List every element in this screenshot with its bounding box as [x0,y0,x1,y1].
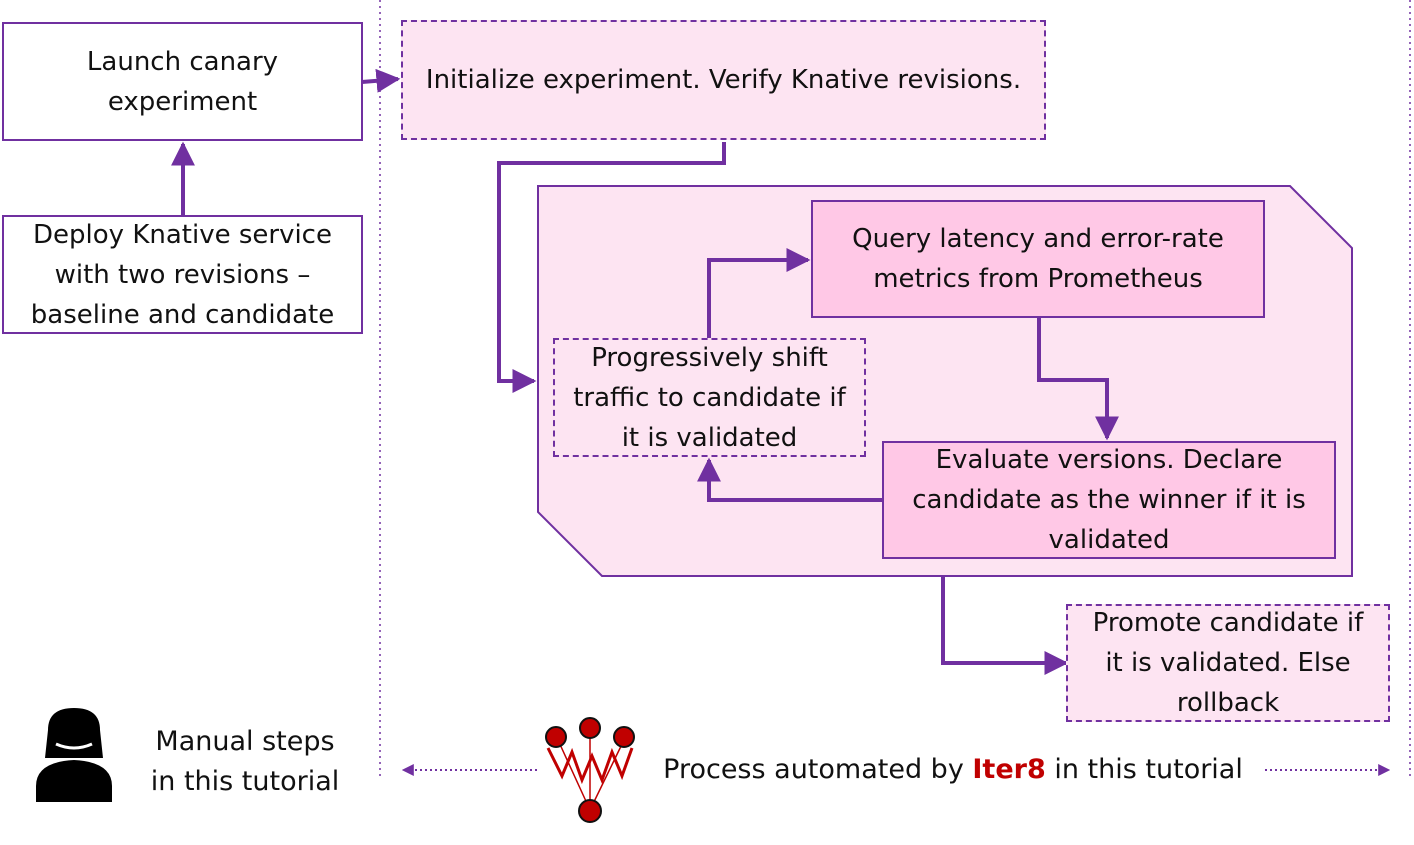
legend-automated-prefix: Process automated by [663,754,964,785]
legend-automated-suffix: in this tutorial [1054,754,1243,785]
node-deploy-service: Deploy Knative service with two revision… [2,215,363,334]
node-evaluate-versions-label: Evaluate versions. Declare candidate as … [912,445,1306,555]
edge-loop-to-promote [941,577,1069,675]
legend-automated-process: Process automated by Iter8 in this tutor… [652,750,1254,790]
node-promote-candidate-label: Promote candidate if it is validated. El… [1092,608,1364,718]
node-launch-canary-label: Launch canary experiment [86,46,279,117]
edge-init-to-shift [497,142,726,393]
iter8-brand-name: Iter8 [972,754,1046,785]
node-initialize-experiment-label: Initialize experiment. Verify Knative re… [425,65,1022,95]
iter8-logo-icon [545,717,635,823]
node-initialize-experiment: Initialize experiment. Verify Knative re… [401,20,1046,140]
edge-shift-to-query [707,248,811,338]
node-deploy-service-label: Deploy Knative service with two revision… [30,219,335,330]
edge-launch-to-init [361,68,401,93]
legend-manual-steps: Manual steps in this tutorial [130,722,360,802]
node-query-metrics-label: Query latency and error-rate metrics fro… [852,224,1224,294]
edge-evaluate-to-shift [697,457,882,502]
node-shift-traffic-label: Progressively shift traffic to candidate… [573,342,846,453]
node-promote-candidate: Promote candidate if it is validated. El… [1066,604,1390,722]
node-query-metrics: Query latency and error-rate metrics fro… [811,200,1265,318]
node-evaluate-versions: Evaluate versions. Declare candidate as … [882,441,1336,559]
edge-query-to-evaluate [1037,318,1119,441]
node-shift-traffic: Progressively shift traffic to candidate… [553,338,866,457]
node-launch-canary: Launch canary experiment [2,22,363,141]
person-icon [36,708,112,802]
legend-manual-steps-label: Manual steps in this tutorial [150,726,340,797]
